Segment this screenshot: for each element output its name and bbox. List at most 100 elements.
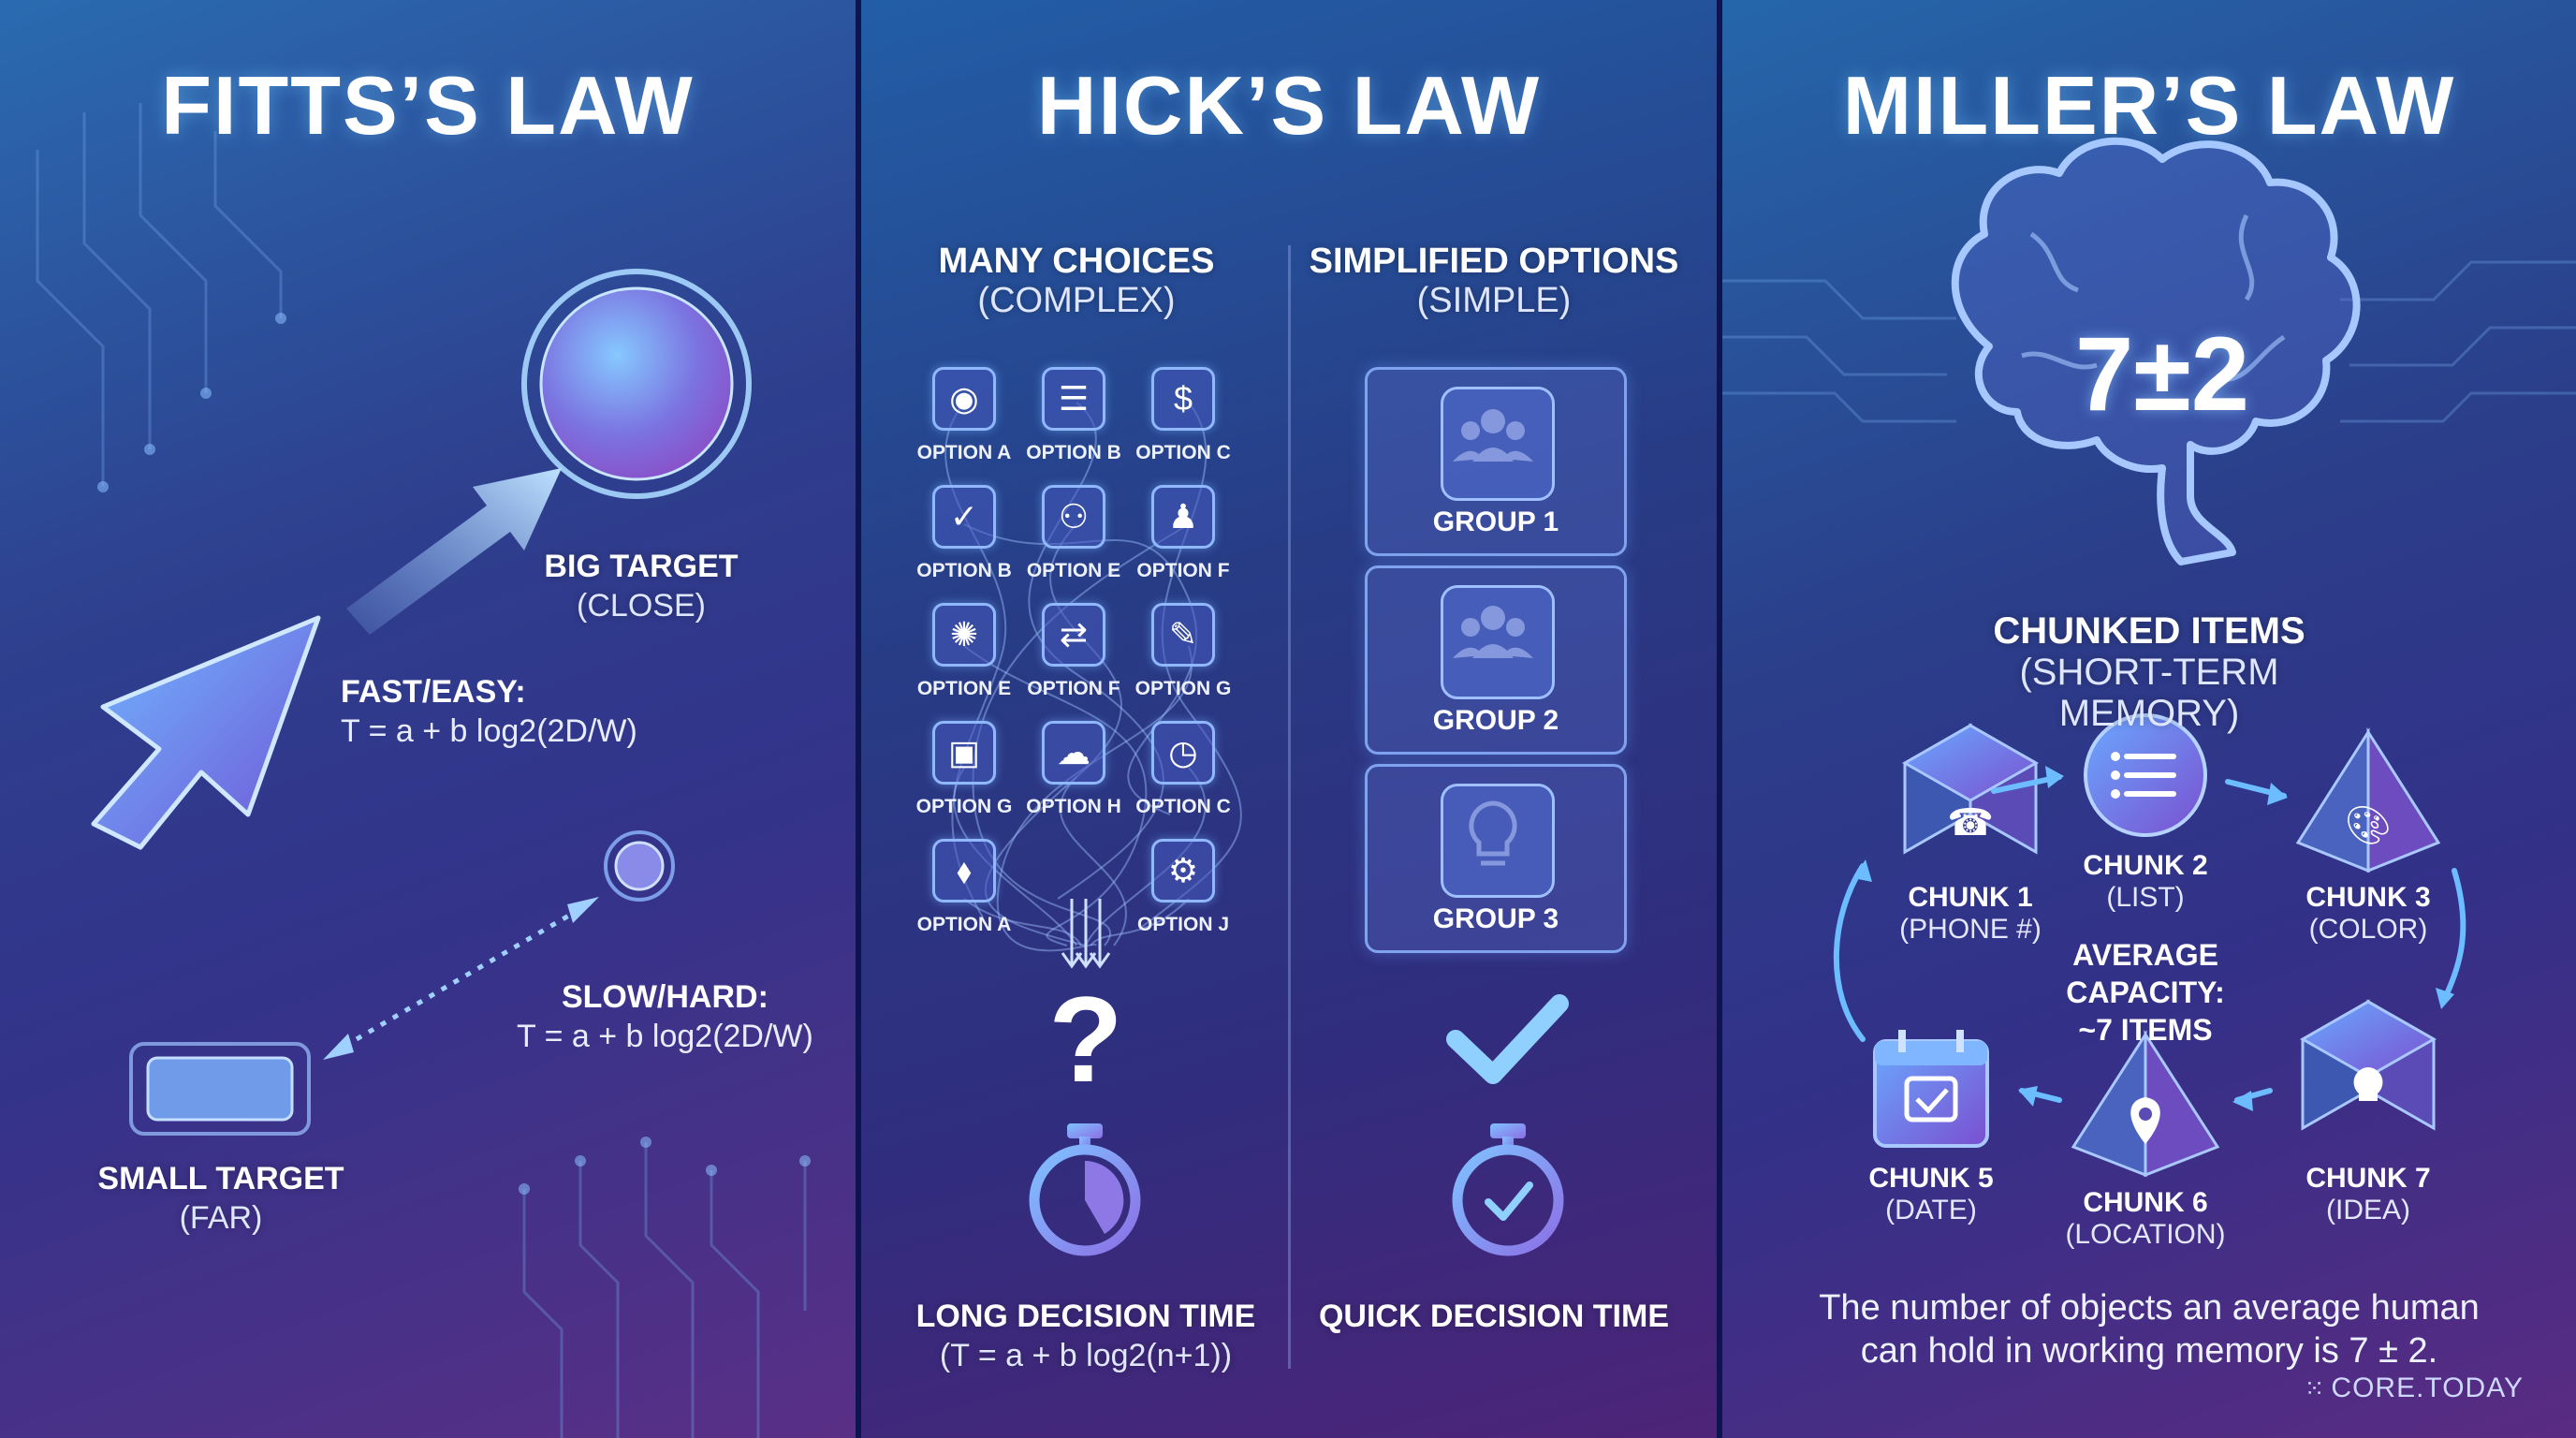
clock-icon: ◷ xyxy=(1151,721,1215,785)
option-tile[interactable]: ◉ OPTION A xyxy=(908,367,1020,464)
miller-title: MILLER’S LAW xyxy=(1842,59,2456,152)
chunk-3-label: CHUNK 3 (COLOR) xyxy=(2275,882,2462,946)
chunk-2-label: CHUNK 2 (LIST) xyxy=(2052,850,2239,914)
simplified-sub: (SIMPLE) xyxy=(1416,281,1572,320)
aperture-icon: ✺ xyxy=(932,603,996,667)
option-tile[interactable]: ▣ OPTION G xyxy=(908,721,1020,818)
fast-arrow xyxy=(346,468,562,635)
big-target-label: BIG TARGET (CLOSE) xyxy=(524,547,758,625)
average-capacity: AVERAGE CAPACITY: ~7 ITEMS xyxy=(1996,936,2295,1049)
option-label: OPTION B xyxy=(916,560,1012,581)
long-decision-block: LONG DECISION TIME (T = a + b log2(n+1)) xyxy=(880,1297,1292,1375)
small-target-label: SMALL TARGET (FAR) xyxy=(90,1159,352,1238)
option-label: OPTION F xyxy=(1136,560,1230,581)
option-label: OPTION G xyxy=(1134,678,1232,699)
chunk-name: CHUNK 3 xyxy=(2305,882,2431,913)
chunked-title: CHUNKED ITEMS xyxy=(1993,610,2305,652)
group-card-3[interactable]: GROUP 3 xyxy=(1365,764,1627,953)
people-icon: ⚇ xyxy=(1042,485,1105,549)
fitts-panel: FITTS’S LAW BIG TARGET (CLOSE) FAST/EASY… xyxy=(0,0,856,1438)
chunk-name: CHUNK 1 xyxy=(1908,882,2033,913)
slow-formula: T = a + b log2(2D/W) xyxy=(517,1019,813,1054)
fast-label: FAST/EASY: xyxy=(341,674,526,710)
check-icon: ✓ xyxy=(932,485,996,549)
calendar-icon xyxy=(1915,1088,1949,1114)
brain-icon xyxy=(1951,137,2361,565)
lightbulb-icon xyxy=(1441,784,1555,898)
chunk7-cube xyxy=(2299,999,2437,1131)
many-choices-sub: (COMPLEX) xyxy=(977,281,1176,320)
group-card-2[interactable]: GROUP 2 xyxy=(1365,565,1627,755)
circuit-lines xyxy=(36,103,807,1438)
fast-formula: T = a + b log2(2D/W) xyxy=(341,713,637,749)
brain-capacity-text: 7±2 xyxy=(2074,315,2250,433)
small-target-button[interactable] xyxy=(146,1056,294,1122)
option-tile[interactable]: ✓ OPTION B xyxy=(908,485,1020,582)
option-label: OPTION B xyxy=(1026,442,1121,463)
option-tile[interactable]: ✎ OPTION G xyxy=(1127,603,1239,700)
cloud-icon: ☁ xyxy=(1042,721,1105,785)
option-label: OPTION C xyxy=(1135,796,1231,817)
big-target-sub: (CLOSE) xyxy=(577,588,706,624)
chunk-sub: (PHONE #) xyxy=(1899,914,2042,945)
quick-decision-label: QUICK DECISION TIME xyxy=(1318,1299,1670,1334)
question-mark-icon: ? xyxy=(1048,971,1123,1108)
chunk5-calendar xyxy=(1873,1030,1989,1148)
capacity-value: ~7 ITEMS xyxy=(2078,1013,2213,1047)
miller-footer: The number of objects an average human c… xyxy=(1722,1286,2576,1372)
panel-divider xyxy=(856,0,861,1438)
hick-title: HICK’S LAW xyxy=(1036,59,1542,152)
pencil-icon: ✎ xyxy=(1151,603,1215,667)
option-tile[interactable]: ⚙ OPTION J xyxy=(1127,839,1239,936)
palette-icon: 🎨︎ xyxy=(2345,804,2393,847)
miller-decoration: ☎ 🎨︎ xyxy=(1722,137,2576,1178)
chunk-name: CHUNK 7 xyxy=(2305,1163,2431,1194)
slow-label: SLOW/HARD: xyxy=(561,979,768,1015)
big-target-name: BIG TARGET xyxy=(544,549,739,584)
small-target-circle[interactable] xyxy=(614,841,665,891)
fast-formula-block: FAST/EASY: T = a + b log2(2D/W) xyxy=(341,672,637,751)
option-tile[interactable]: ⇄ OPTION F xyxy=(1017,603,1130,700)
panel-divider xyxy=(1717,0,1722,1438)
option-tile[interactable]: ✺ OPTION E xyxy=(908,603,1020,700)
people-icon xyxy=(1441,585,1555,699)
option-tile[interactable]: ⚇ OPTION E xyxy=(1017,485,1130,582)
list-icon xyxy=(2124,754,2176,797)
option-tile[interactable]: ☰ OPTION B xyxy=(1017,367,1130,464)
group-label: GROUP 3 xyxy=(1432,903,1559,934)
lightbulb-icon xyxy=(2353,1067,2383,1101)
chunk-5-label: CHUNK 5 (DATE) xyxy=(1837,1163,2025,1226)
option-tile[interactable]: $ OPTION C xyxy=(1127,367,1239,464)
group-label: GROUP 2 xyxy=(1432,705,1559,736)
shuffle-icon: ⇄ xyxy=(1042,603,1105,667)
capacity-label: AVERAGE CAPACITY: xyxy=(2066,938,2225,1009)
option-label: OPTION G xyxy=(915,796,1013,817)
chunk6-pyramid xyxy=(2071,1029,2220,1178)
quick-decision-block: QUICK DECISION TIME xyxy=(1301,1297,1687,1336)
option-label: OPTION E xyxy=(916,678,1012,699)
brand-text: CORE.TODAY xyxy=(2331,1372,2524,1403)
chunk2-circle xyxy=(2084,713,2207,837)
chunk-name: CHUNK 5 xyxy=(1868,1163,1994,1194)
option-label: OPTION C xyxy=(1135,442,1231,463)
image-icon: ▣ xyxy=(932,721,996,785)
chunk-6-label: CHUNK 6 (LOCATION) xyxy=(2042,1187,2248,1251)
group-card-1[interactable]: GROUP 1 xyxy=(1365,367,1627,556)
option-label: OPTION A xyxy=(916,914,1012,935)
option-tile[interactable]: ◷ OPTION C xyxy=(1127,721,1239,818)
chunk-7-label: CHUNK 7 (IDEA) xyxy=(2275,1163,2462,1226)
option-label: OPTION J xyxy=(1136,914,1230,935)
option-tile[interactable]: ☁ OPTION H xyxy=(1017,721,1130,818)
simplified-heading: SIMPLIFIED OPTIONS (SIMPLE) xyxy=(1301,242,1687,320)
fitts-decoration xyxy=(36,103,811,1438)
stopwatch-slow-icon xyxy=(1029,1123,1141,1256)
gear-icon: ⚙ xyxy=(1151,839,1215,902)
option-label: OPTION H xyxy=(1026,796,1121,817)
option-label: OPTION E xyxy=(1026,560,1121,581)
option-tile[interactable]: ♟ OPTION F xyxy=(1127,485,1239,582)
chunked-heading: CHUNKED ITEMS (SHORT-TERM MEMORY) xyxy=(1962,610,2336,734)
option-tile[interactable]: ⬧ OPTION A xyxy=(908,839,1020,936)
small-target-name: SMALL TARGET xyxy=(97,1161,344,1196)
big-target-circle[interactable] xyxy=(539,286,734,481)
